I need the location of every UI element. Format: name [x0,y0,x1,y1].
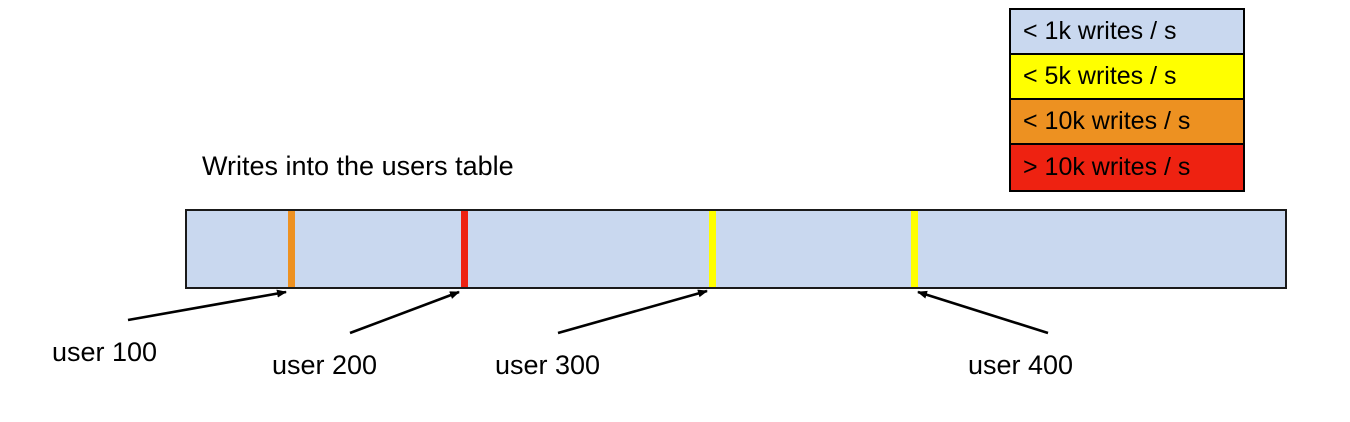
legend-row-lt-5k: < 5k writes / s [1011,55,1243,100]
user-200-label: user 200 [272,350,378,380]
user-400-label: user 400 [968,350,1074,380]
legend-label-gt-10k: > 10k writes / s [1023,153,1191,181]
legend: < 1k writes / s < 5k writes / s < 10k wr… [1009,8,1245,192]
legend-label-lt-5k: < 5k writes / s [1023,62,1177,90]
user-200-stripe [461,211,468,287]
legend-label-lt-10k: < 10k writes / s [1023,107,1191,135]
user-100-stripe [288,211,295,287]
bar-title: Writes into the users table [202,151,514,181]
legend-row-gt-10k: > 10k writes / s [1011,145,1243,190]
user-300-stripe [709,211,716,287]
legend-row-lt-1k: < 1k writes / s [1011,10,1243,55]
user-400-arrow [917,290,1049,335]
user-200-arrow [349,290,460,335]
legend-label-lt-1k: < 1k writes / s [1023,17,1177,45]
user-100-label: user 100 [52,337,158,367]
user-300-arrow [557,289,708,335]
user-100-arrow [127,289,287,322]
user-400-stripe [911,211,918,287]
user-300-label: user 300 [495,350,601,380]
legend-row-lt-10k: < 10k writes / s [1011,100,1243,145]
users-table-bar [185,209,1287,289]
